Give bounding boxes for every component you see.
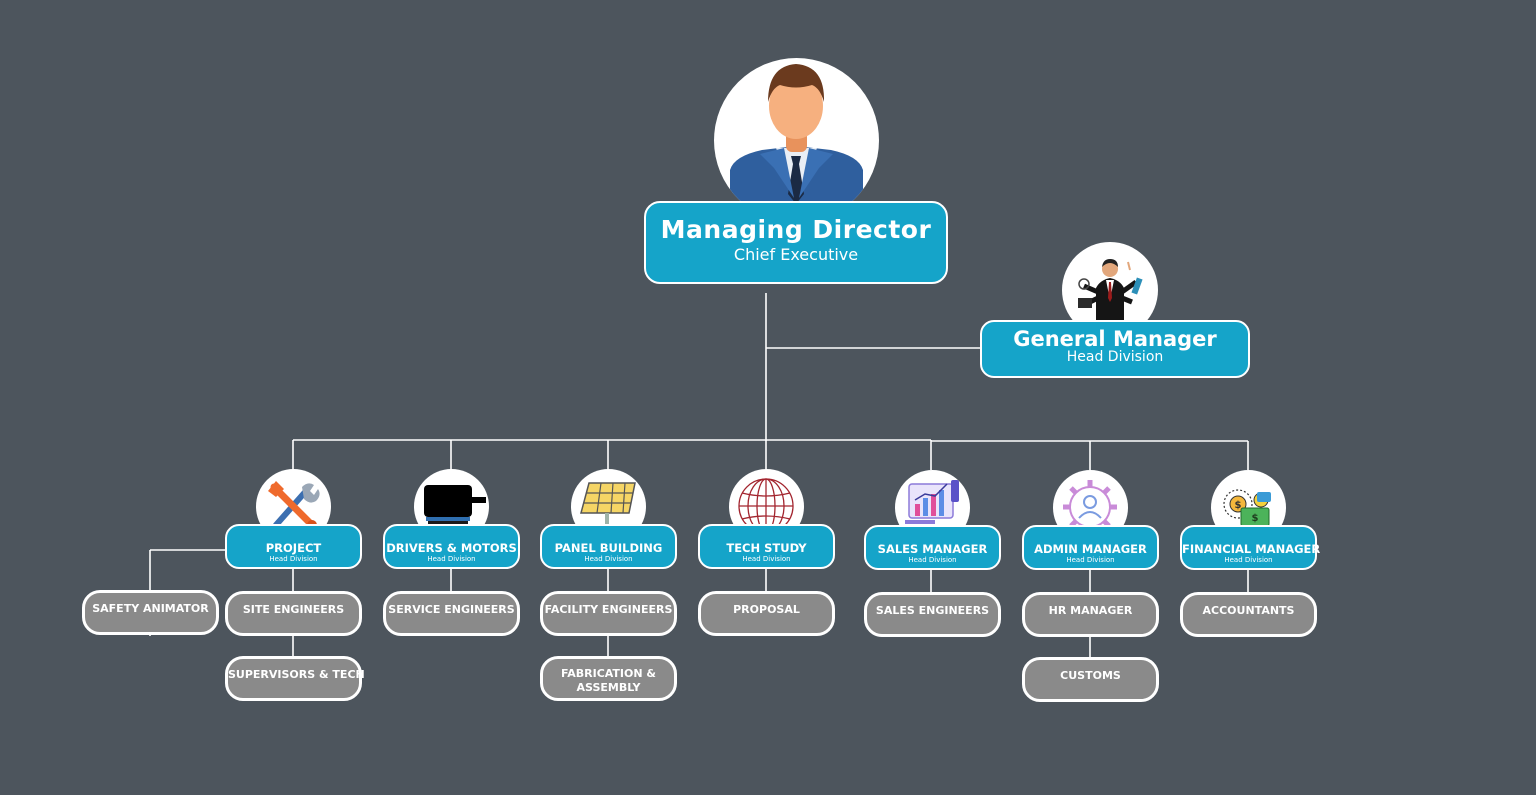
accountants-box[interactable]: ACCOUNTANTS bbox=[1180, 592, 1317, 637]
dept-panel-building-box[interactable]: PANEL BUILDING Head Division bbox=[540, 524, 677, 569]
sales-chart-icon bbox=[905, 480, 959, 524]
dept-title: PANEL BUILDING bbox=[554, 541, 663, 555]
managing-director-subtitle: Chief Executive bbox=[733, 245, 859, 264]
dept-subtitle: Head Division bbox=[269, 555, 318, 563]
dept-subtitle: Head Division bbox=[1066, 556, 1115, 564]
dept-admin-manager-box[interactable]: ADMIN MANAGER Head Division bbox=[1022, 525, 1159, 570]
dept-title: DRIVERS & MOTORS bbox=[386, 541, 517, 555]
facility-engineers-box[interactable]: FACILITY ENGINEERS bbox=[540, 591, 677, 636]
customs-box[interactable]: CUSTOMS bbox=[1022, 657, 1159, 702]
businessman-avatar-icon bbox=[730, 64, 863, 223]
general-manager-box[interactable]: General Manager Head Division bbox=[980, 320, 1250, 378]
service-engineers-box[interactable]: SERVICE ENGINEERS bbox=[383, 591, 520, 636]
dept-financial-manager-box[interactable]: FINANCIAL MANAGER Head Division bbox=[1180, 525, 1321, 570]
sales-engineers-box[interactable]: SALES ENGINEERS bbox=[864, 592, 1001, 637]
general-manager-subtitle: Head Division bbox=[1066, 349, 1164, 365]
dept-subtitle: Head Division bbox=[908, 556, 957, 564]
managing-director-title: Managing Director bbox=[660, 215, 932, 244]
dept-title: FINANCIAL MANAGER bbox=[1182, 542, 1321, 556]
financial-manager-avatar: $ $ bbox=[1211, 470, 1286, 545]
dept-title: ADMIN MANAGER bbox=[1034, 542, 1147, 556]
svg-text:$: $ bbox=[1235, 500, 1242, 511]
dept-sales-manager-box[interactable]: SALES MANAGER Head Division bbox=[864, 525, 1001, 570]
dept-subtitle: Head Division bbox=[584, 555, 633, 563]
dept-drivers-motors-box[interactable]: DRIVERS & MOTORS Head Division bbox=[383, 524, 520, 569]
dept-title: SALES MANAGER bbox=[877, 542, 988, 556]
hr-manager-box[interactable]: HR MANAGER bbox=[1022, 592, 1159, 637]
supervisors-tech-box[interactable]: SUPERVISORS & TECH bbox=[225, 656, 365, 701]
dept-project-box[interactable]: PROJECT Head Division bbox=[225, 524, 362, 569]
motor-icon bbox=[424, 485, 486, 524]
dept-subtitle: Head Division bbox=[1224, 556, 1273, 564]
site-engineers-box[interactable]: SITE ENGINEERS bbox=[225, 591, 362, 636]
dept-title: TECH STUDY bbox=[726, 541, 807, 555]
dept-subtitle: Head Division bbox=[427, 555, 476, 563]
safety-animator-box[interactable]: SAFETY ANIMATOR bbox=[82, 590, 219, 635]
dept-tech-study-box[interactable]: TECH STUDY Head Division bbox=[698, 524, 835, 569]
svg-text:$: $ bbox=[1252, 513, 1259, 524]
finance-coins-icon: $ $ bbox=[1223, 489, 1271, 527]
managing-director-avatar bbox=[714, 58, 879, 223]
general-manager-title: General Manager bbox=[1013, 327, 1217, 351]
dept-subtitle: Head Division bbox=[742, 555, 791, 563]
dept-title: PROJECT bbox=[265, 541, 322, 555]
multitasking-businessman-icon bbox=[1078, 259, 1143, 322]
tools-icon bbox=[268, 481, 320, 530]
managing-director-box[interactable]: Managing Director Chief Executive bbox=[644, 201, 948, 284]
fabrication-assembly-box[interactable]: FABRICATION & ASSEMBLY bbox=[540, 656, 677, 701]
proposal-box[interactable]: PROPOSAL bbox=[698, 591, 835, 636]
